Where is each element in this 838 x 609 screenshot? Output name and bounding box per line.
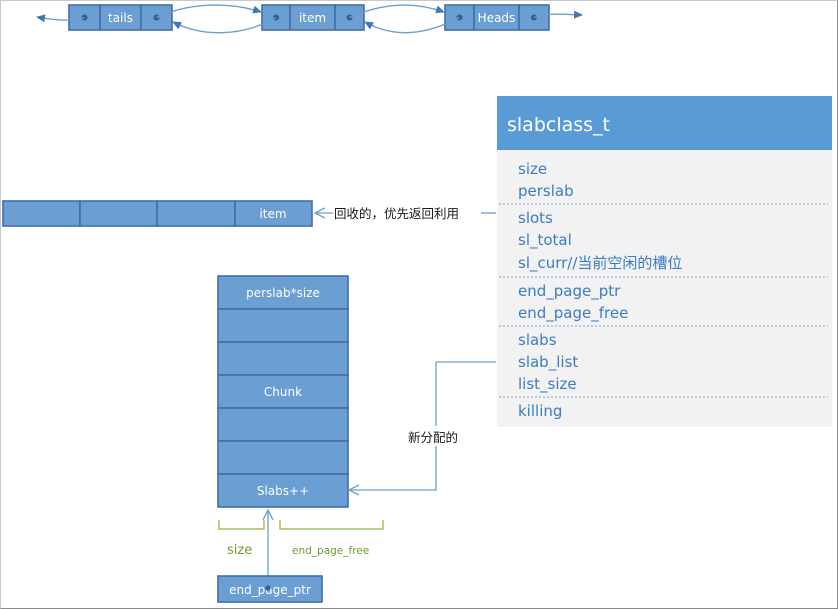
slabclass-panel: slabclass_t size perslab slots sl_total … (497, 96, 832, 427)
panel-header (497, 96, 832, 150)
slab-row-label: perslab*size (246, 286, 320, 300)
slot-cell (2, 200, 81, 227)
field-slabs: slabs (518, 331, 557, 349)
slots-array: item 回收的，优先返回利用 (2, 200, 496, 227)
field-sl-curr: sl_curr//当前空闲的槽位 (518, 254, 682, 273)
field-list-size: list_size (518, 375, 577, 394)
field-perslab: perslab (518, 182, 574, 200)
list-node-item: item (261, 4, 365, 31)
slab-column: perslab*size Chunk Slabs++ 新分配的 size end… (217, 275, 496, 603)
slot-cell (156, 200, 236, 227)
node-label-item: item (299, 11, 326, 25)
tails-prev-arrow (36, 14, 85, 23)
item-next-arrow (349, 4, 445, 19)
slot-cell-item (234, 200, 313, 227)
tails-next-arrow (156, 4, 262, 19)
end-page-free-label: end_page_free (292, 545, 369, 557)
slab-row-label: Slabs++ (257, 484, 309, 498)
field-slots: slots (518, 209, 553, 227)
size-bracket (218, 520, 265, 530)
pointer-dot (265, 585, 271, 591)
slot-cell (79, 200, 158, 227)
field-end-page-ptr: end_page_ptr (518, 282, 621, 301)
list-node-heads: Heads (444, 4, 550, 31)
slab-row (217, 407, 349, 442)
node-label-tails: tails (108, 11, 133, 25)
linked-list: tails item Heads (36, 4, 583, 34)
field-sl-total: sl_total (518, 231, 572, 250)
field-size: size (518, 160, 547, 178)
slab-row (217, 308, 349, 343)
heads-next-arrow (533, 10, 583, 19)
slab-row (217, 374, 349, 409)
node-label-heads: Heads (478, 11, 516, 25)
slab-row-label: Chunk (264, 385, 302, 399)
panel-title: slabclass_t (507, 114, 610, 136)
field-end-page-free: end_page_free (518, 304, 628, 323)
panel-body (497, 150, 832, 427)
heads-prev-arrow (364, 16, 460, 34)
size-label: size (227, 543, 252, 558)
slab-row (217, 275, 349, 310)
recycled-annotation: 回收的，优先返回利用 (334, 206, 459, 221)
field-killing: killing (518, 402, 562, 420)
slab-row (217, 440, 349, 475)
item-prev-arrow (172, 16, 277, 34)
end-page-ptr-label: end_page_ptr (229, 583, 311, 597)
new-alloc-label: 新分配的 (408, 430, 458, 445)
slot-item-label: item (259, 207, 286, 221)
slab-row (217, 473, 349, 508)
slab-row (217, 341, 349, 376)
field-slab-list: slab_list (518, 353, 578, 372)
end-page-free-bracket (279, 520, 384, 530)
